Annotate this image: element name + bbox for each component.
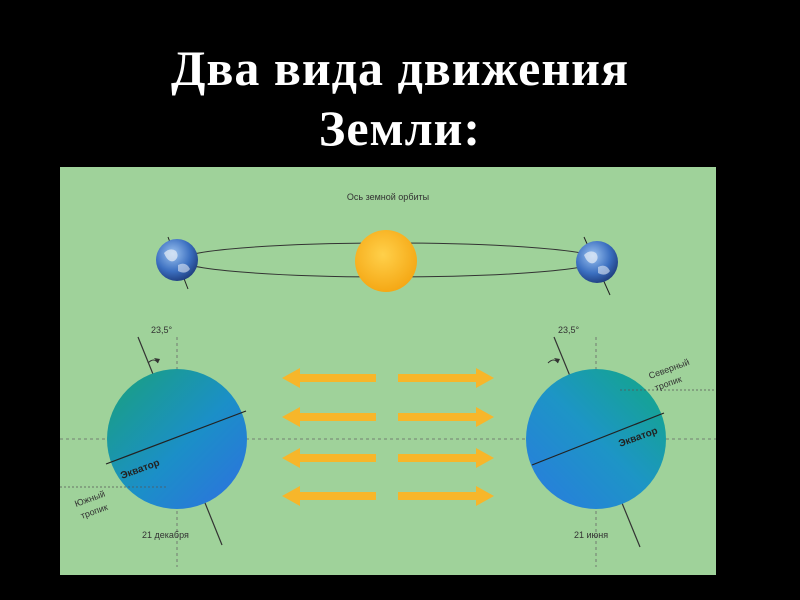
small-earth-left <box>156 236 198 290</box>
earth-motion-diagram: Ось земной орбиты 23,5° <box>60 167 716 575</box>
left-date-label: 21 декабря <box>142 530 189 540</box>
arrow-left-1 <box>282 368 376 388</box>
arrow-left-4 <box>282 486 376 506</box>
left-equator-line <box>105 410 247 465</box>
right-date-label: 21 июня <box>574 530 608 540</box>
arrow-left-3 <box>282 448 376 468</box>
left-globe <box>107 369 247 509</box>
orbit-axis-label: Ось земной орбиты <box>347 192 429 202</box>
left-globe-group: 23,5° Экватор Южный тропик 21 декабря <box>60 325 247 567</box>
arrow-right-2 <box>398 407 494 427</box>
right-angle-label: 23,5° <box>558 325 580 335</box>
left-rotation-arrow-head <box>154 358 160 363</box>
title-line-1: Два вида движения <box>170 40 630 96</box>
title-line-2: Земли: <box>318 100 482 156</box>
arrow-right-3 <box>398 448 494 468</box>
arrow-right-4 <box>398 486 494 506</box>
arrow-right-1 <box>398 368 494 388</box>
diagram-background <box>60 167 716 575</box>
right-equator-line <box>531 412 665 466</box>
left-angle-label: 23,5° <box>151 325 173 335</box>
small-earth-right <box>576 236 618 296</box>
right-globe-group: 23,5° Экватор Северный тропик 21 июня <box>526 325 716 567</box>
diagram-canvas: Ось земной орбиты 23,5° <box>60 167 716 575</box>
right-globe <box>526 369 666 509</box>
sun <box>355 230 417 292</box>
sunlight-arrows <box>282 368 494 506</box>
right-rotation-arrow-head <box>554 358 560 363</box>
arrow-left-2 <box>282 407 376 427</box>
slide-title: Два вида движения Земли: <box>0 38 800 158</box>
